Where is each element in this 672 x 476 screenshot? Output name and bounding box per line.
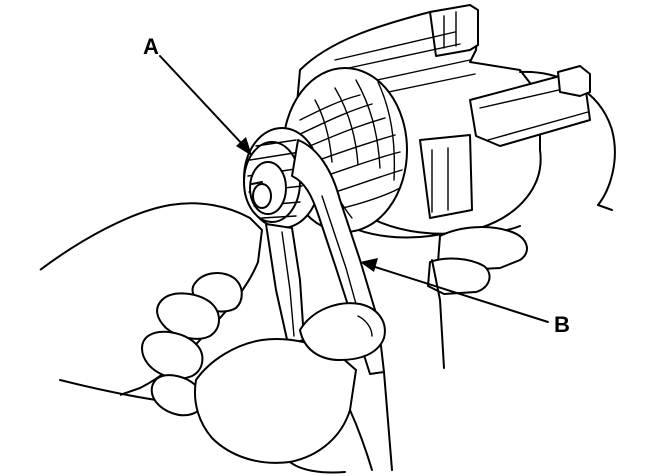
callout-label-a: A [143, 34, 159, 59]
callout-a: A [143, 34, 252, 156]
arrowhead-a-icon [236, 137, 252, 156]
leader-line-b [371, 265, 549, 323]
technician-hands [39, 202, 528, 474]
callout-label-b: B [554, 312, 570, 337]
callout-b: B [360, 258, 570, 337]
leader-line-a [159, 55, 245, 147]
arrowhead-b-icon [360, 258, 378, 272]
